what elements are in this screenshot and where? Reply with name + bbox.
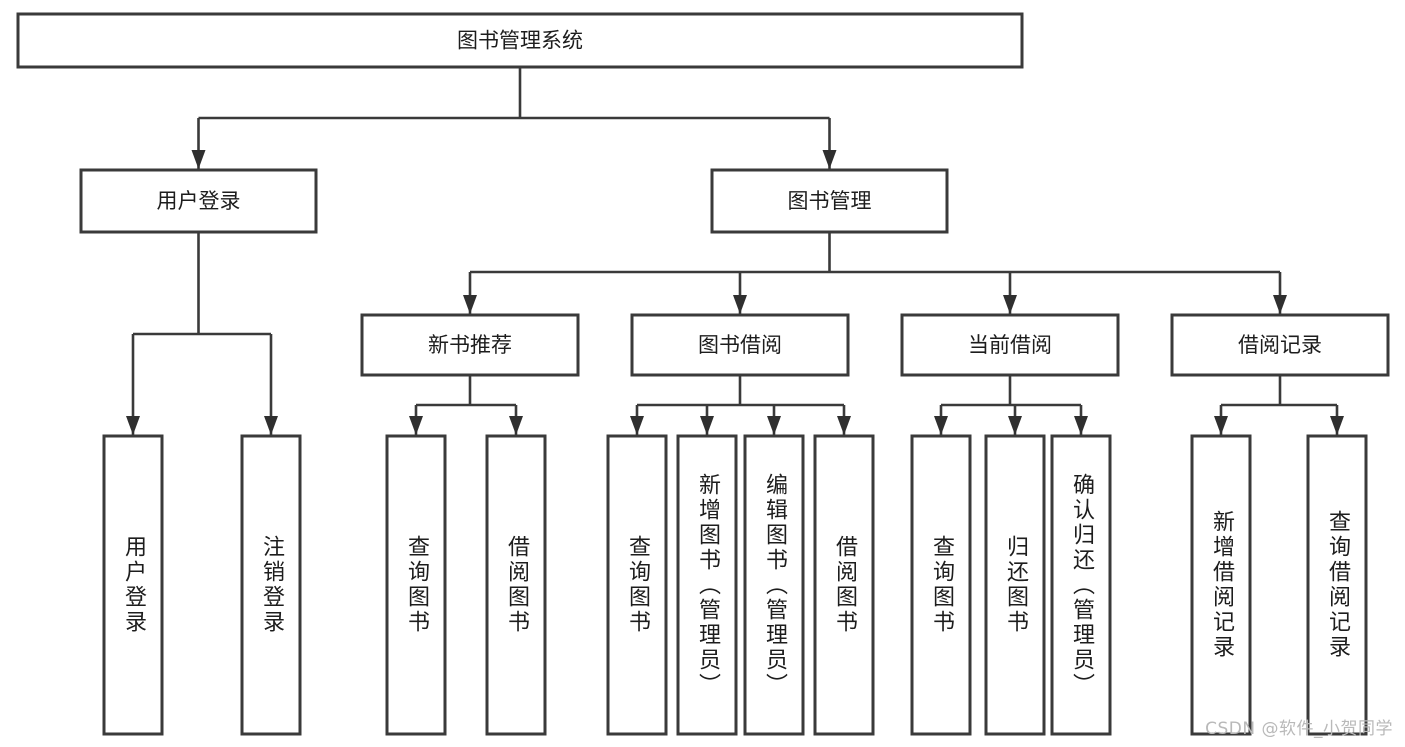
- node-label-book-borrow: 图书借阅: [698, 333, 782, 357]
- node-label-root: 图书管理系统: [457, 29, 583, 53]
- node-label-new-book-rec: 新书推荐: [428, 333, 512, 357]
- leaf-box-leaf-borrow-book[interactable]: [813, 434, 875, 736]
- node-box-user-login[interactable]: [79, 168, 318, 234]
- arrow-head-icon: [264, 416, 278, 435]
- arrow-head-icon: [1214, 416, 1228, 435]
- arrow-head-icon: [509, 416, 523, 435]
- leaf-box-leaf-query-book-current[interactable]: [910, 434, 972, 736]
- leaf-box-leaf-borrow-book-rec[interactable]: [485, 434, 547, 736]
- leaf-box-leaf-confirm-return[interactable]: [1050, 434, 1112, 736]
- arrow-head-icon: [409, 416, 423, 435]
- node-label-current-borrow: 当前借阅: [968, 333, 1052, 357]
- arrow-head-icon: [191, 150, 206, 169]
- leaf-box-leaf-query-book-rec[interactable]: [385, 434, 447, 736]
- leaf-box-leaf-logout-login[interactable]: [240, 434, 302, 736]
- arrow-head-icon: [463, 295, 477, 314]
- arrow-head-icon: [700, 416, 714, 435]
- arrow-head-icon: [1273, 295, 1287, 314]
- arrow-head-icon: [934, 416, 948, 435]
- arrow-head-icon: [733, 295, 747, 314]
- leaf-box-leaf-add-borrow-record[interactable]: [1190, 434, 1252, 736]
- arrow-head-icon: [822, 150, 837, 169]
- arrow-head-icon: [1003, 295, 1017, 314]
- arrow-head-icon: [837, 416, 851, 435]
- leaf-box-leaf-return-book[interactable]: [984, 434, 1046, 736]
- leaf-box-leaf-query-borrow-record[interactable]: [1306, 434, 1368, 736]
- leaf-box-leaf-edit-book[interactable]: [743, 434, 805, 736]
- node-box-new-book-rec[interactable]: [360, 313, 580, 377]
- node-box-book-manage[interactable]: [710, 168, 949, 234]
- arrow-head-icon: [126, 416, 140, 435]
- node-box-book-borrow[interactable]: [630, 313, 850, 377]
- watermark-text: CSDN @软件_小贺同学: [1205, 719, 1393, 739]
- node-box-current-borrow[interactable]: [900, 313, 1120, 377]
- leaf-box-leaf-query-book-borrow[interactable]: [606, 434, 668, 736]
- connectors-layer: [126, 67, 1344, 435]
- leaf-box-leaf-add-book[interactable]: [676, 434, 738, 736]
- arrow-head-icon: [1074, 416, 1088, 435]
- arrow-head-icon: [630, 416, 644, 435]
- arrow-head-icon: [1008, 416, 1022, 435]
- boxes-layer: [16, 12, 1390, 736]
- node-label-user-login: 用户登录: [157, 189, 241, 213]
- node-box-borrow-record[interactable]: [1170, 313, 1390, 377]
- arrow-head-icon: [767, 416, 781, 435]
- node-label-book-manage: 图书管理: [788, 189, 872, 213]
- node-box-root[interactable]: [16, 12, 1024, 69]
- node-label-borrow-record: 借阅记录: [1238, 333, 1322, 357]
- leaf-box-leaf-user-login[interactable]: [102, 434, 164, 736]
- arrow-head-icon: [1330, 416, 1344, 435]
